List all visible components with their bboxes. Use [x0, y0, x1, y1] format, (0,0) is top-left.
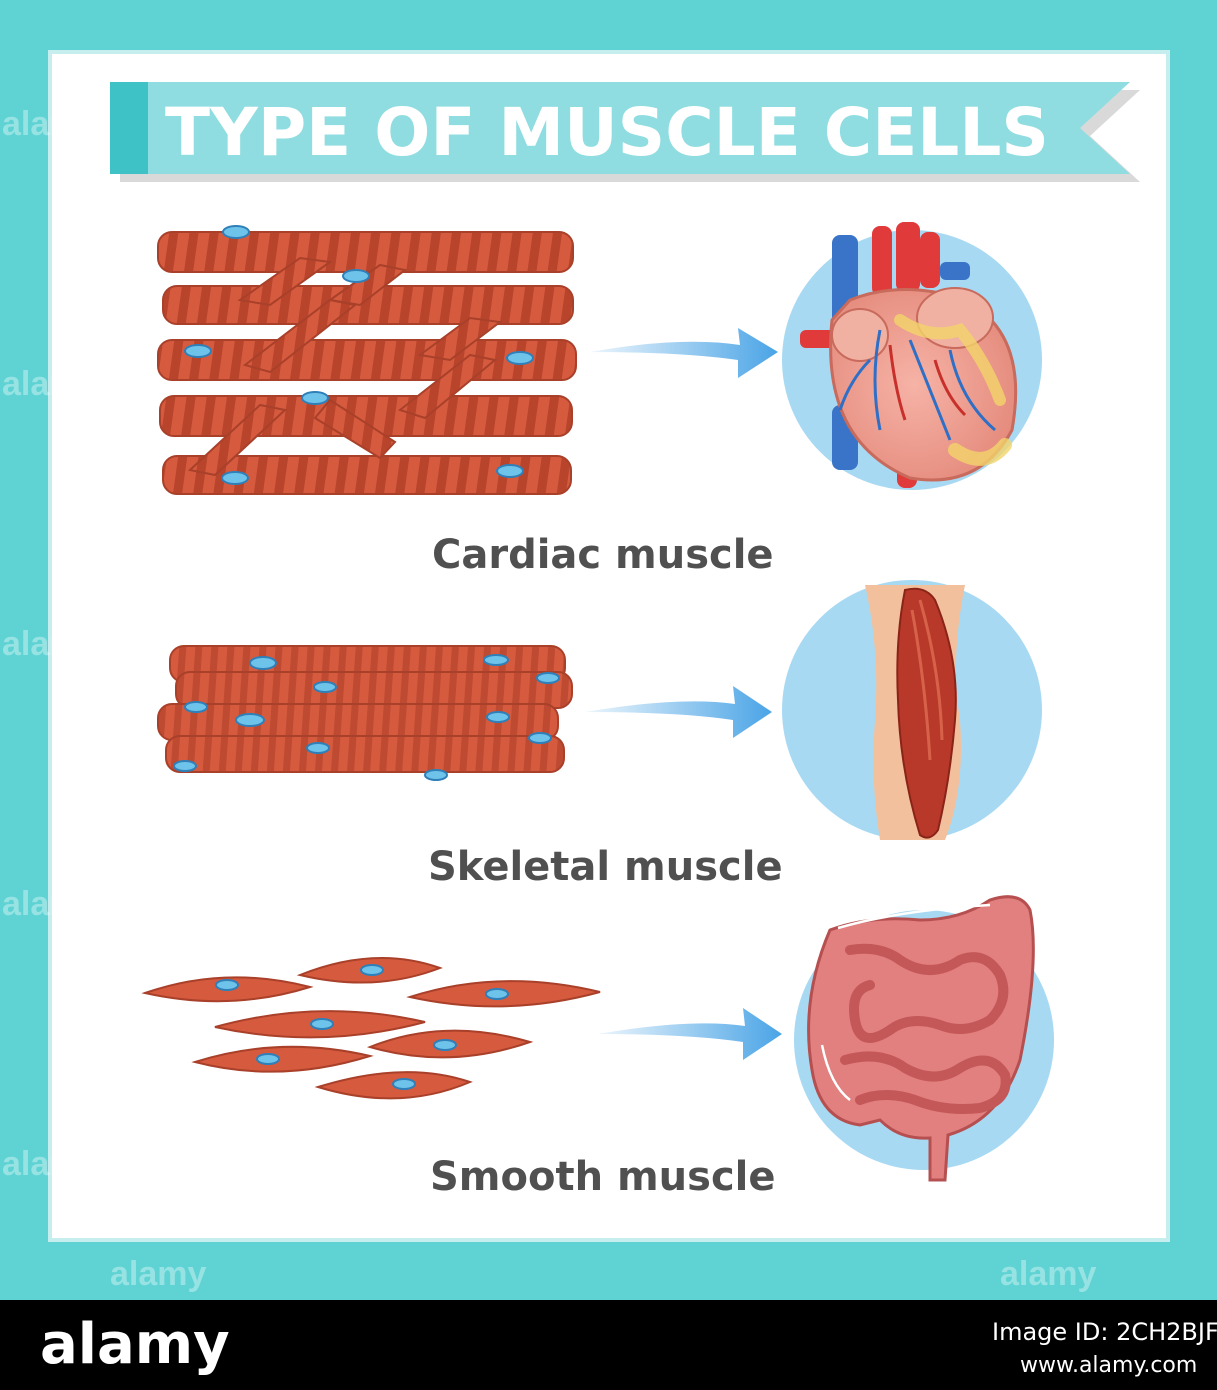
leg-muscle-icon	[782, 580, 1042, 840]
footer-brand-logo: alamy	[40, 1312, 230, 1377]
title-banner: TYPE OF MUSCLE CELLS	[110, 82, 1140, 182]
label-cardiac-muscle: Cardiac muscle	[432, 532, 774, 578]
label-smooth-muscle: Smooth muscle	[430, 1154, 776, 1200]
label-skeletal-muscle: Skeletal muscle	[428, 844, 783, 890]
arrow-cardiac	[590, 328, 778, 378]
watermark-text: alamy	[2, 625, 98, 663]
skeletal-muscle-cells	[157, 645, 573, 781]
watermark-text: alamy	[2, 105, 98, 143]
watermark-text: alamy	[2, 365, 98, 403]
watermark-text: alamy	[1000, 1255, 1096, 1293]
watermark-text: alamy	[110, 1255, 206, 1293]
cardiac-muscle-cells	[157, 225, 577, 495]
arrow-smooth	[598, 1008, 782, 1060]
footer-bar: alamy Image ID: 2CH2BJF www.alamy.com	[0, 1300, 1217, 1390]
footer-image-id: Image ID: 2CH2BJF	[992, 1318, 1217, 1346]
footer-url: www.alamy.com	[1020, 1353, 1197, 1378]
intestine-icon	[794, 895, 1054, 1182]
watermark-text: alamy	[2, 885, 98, 923]
heart-icon	[782, 222, 1042, 490]
watermark-text: alamy	[2, 1145, 98, 1183]
arrow-skeletal	[585, 686, 772, 738]
watermarks: alamy alamy alamy alamy alamy alamy alam…	[2, 105, 1096, 1293]
smooth-muscle-cells	[141, 957, 601, 1100]
page-title: TYPE OF MUSCLE CELLS	[165, 94, 1049, 171]
